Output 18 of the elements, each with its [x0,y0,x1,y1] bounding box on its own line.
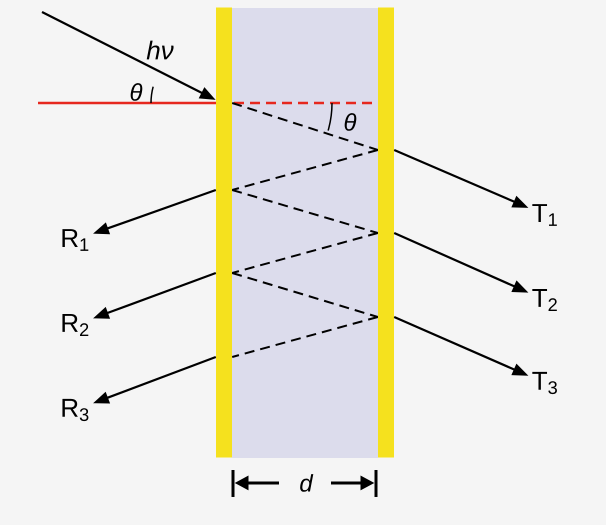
edge-label: hν [146,40,174,60]
dashed-ray [232,316,378,358]
ray-label: R$_{2}$ [62,314,88,336]
dashed-ray [232,232,378,274]
dimension-label: d [300,474,314,492]
ray-label: R$_{1}$ [62,229,88,251]
angle-label: θ [327,102,356,131]
ray-label: T$_{2}$ [532,288,557,311]
angle-label: θ [130,83,154,103]
ray-label: R$_{3}$ [62,398,88,422]
mirror-plate [378,8,394,458]
ray-label: T$_{1}$ [532,204,557,226]
dashed-ray [232,102,378,151]
dashed-ray [232,189,378,234]
ray-label: T$_{3}$ [532,372,557,394]
dashed-ray [232,149,378,191]
dashed-ray [232,272,378,318]
mirror-plate [216,8,232,458]
